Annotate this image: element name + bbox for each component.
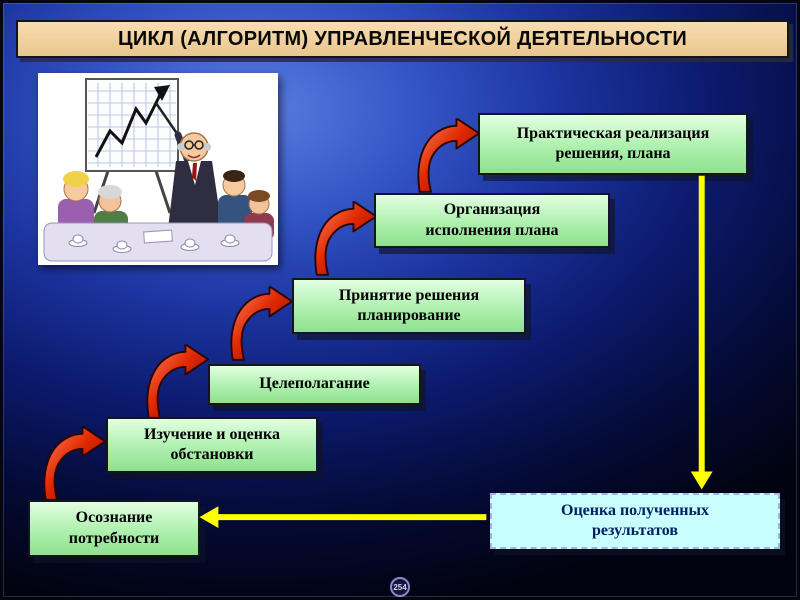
step-label-line: Принятие решения: [338, 286, 480, 304]
presenter-figure: [154, 102, 222, 229]
red-curved-arrow-icon: [415, 117, 481, 195]
yellow-down-arrow-icon: [690, 175, 713, 490]
page-number: 254: [393, 582, 407, 592]
step-label-line: Практическая реализация: [516, 124, 710, 142]
step-label-line: Организация: [443, 201, 541, 219]
step-label-line: Изучение и оценка: [144, 425, 280, 443]
step-situation-assessment: Изучение и оценка обстановки: [106, 417, 318, 473]
step-goal-setting: Целеполагание: [208, 364, 421, 405]
step-execution-organization: Организация исполнения плана: [374, 193, 610, 248]
red-curved-arrow-icon: [312, 200, 378, 278]
page-number-badge: 254: [390, 577, 410, 597]
step-label-line: исполнения плана: [425, 221, 559, 239]
yellow-left-arrow-icon: [199, 506, 487, 529]
feedback-results-evaluation-box: Оценка полученных результатов: [490, 493, 780, 549]
step-need-awareness: Осознание потребности: [28, 500, 200, 557]
step-label-line: планирование: [357, 307, 461, 324]
slide-title-banner: ЦИКЛ (АЛГОРИТМ) УПРАВЛЕНЧЕСКОЙ ДЕЯТЕЛЬНО…: [16, 20, 789, 58]
step-label-line: потребности: [68, 529, 160, 547]
step-decision-planning: Принятие решения планирование: [292, 278, 526, 334]
flipchart-icon: [85, 78, 179, 214]
red-curved-arrow-icon: [41, 425, 107, 503]
meeting-illustration: [38, 73, 278, 265]
red-curved-arrow-icon: [228, 285, 294, 363]
feedback-label-line: результатов: [591, 522, 679, 539]
red-curved-arrow-icon: [144, 343, 210, 421]
step-label-line: Осознание: [75, 509, 153, 527]
step-label-line: обстановки: [170, 446, 254, 463]
feedback-label-line: Оценка полученных: [561, 501, 709, 519]
step-label-line: Целеполагание: [259, 375, 370, 393]
table-with-cups: [43, 222, 273, 262]
step-practical-implementation: Практическая реализация решения, плана: [478, 113, 748, 175]
slide-title: ЦИКЛ (АЛГОРИТМ) УПРАВЛЕНЧЕСКОЙ ДЕЯТЕЛЬНО…: [117, 27, 688, 50]
step-label-line: решения, плана: [555, 145, 671, 162]
